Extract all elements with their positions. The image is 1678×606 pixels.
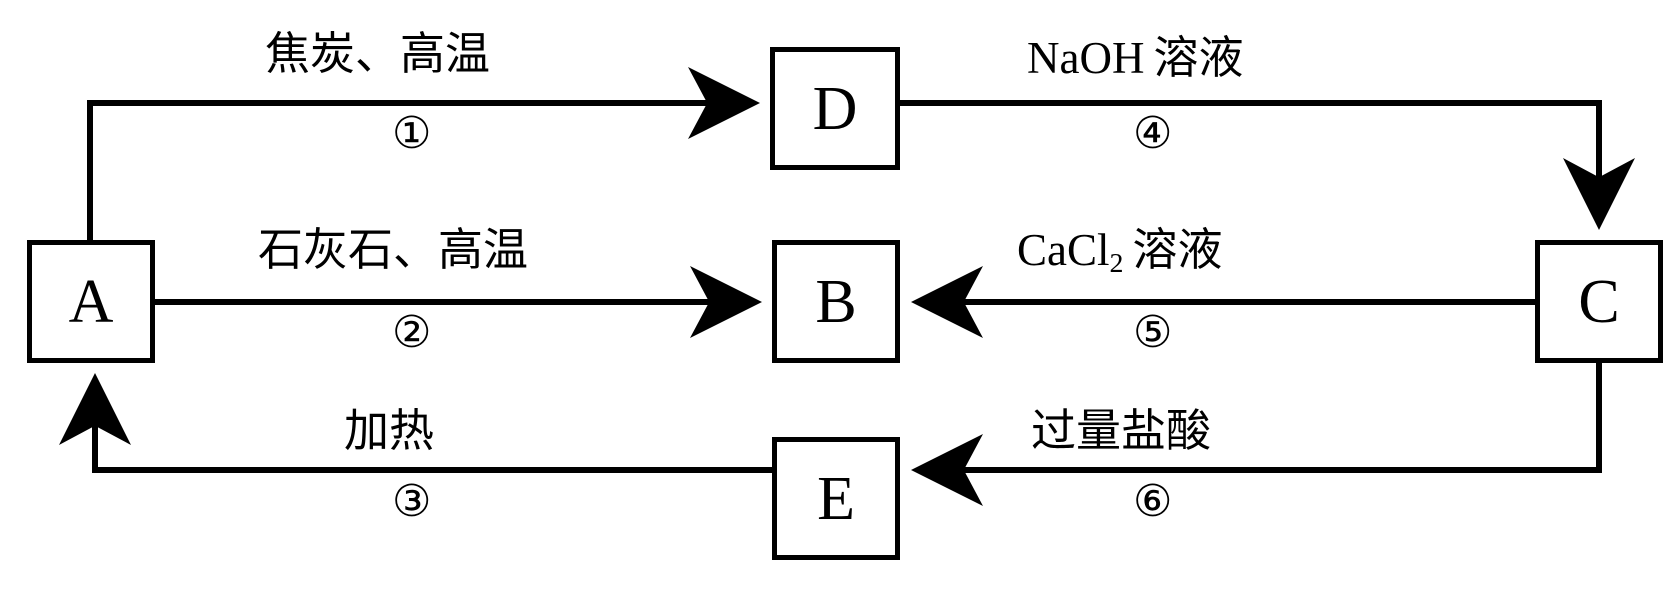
reagent-label-1: 焦炭、高温	[265, 32, 490, 77]
node-label-c: C	[1578, 267, 1620, 336]
node-box-c[interactable]: C	[1535, 240, 1663, 363]
node-label-d: D	[812, 74, 858, 143]
reagent-cjk-4: 溶液	[1153, 33, 1244, 83]
connector-a-to-d	[87, 67, 760, 240]
step-label-6: ⑥	[1133, 480, 1172, 524]
reagent-formula-5-subscript: 2	[1109, 247, 1124, 279]
step-label-1: ①	[392, 112, 431, 156]
node-box-d[interactable]: D	[770, 47, 900, 170]
node-box-a[interactable]: A	[27, 240, 155, 363]
reagent-formula-5-base: CaCl	[1017, 225, 1110, 275]
connector-d-to-c	[900, 100, 1635, 230]
reagent-label-6: 过量盐酸	[1031, 409, 1211, 454]
step-number-6: ⑥	[1133, 477, 1173, 526]
step-number-5: ⑤	[1133, 308, 1173, 357]
step-label-2: ②	[392, 311, 431, 355]
node-label-a: A	[68, 267, 114, 336]
reagent-text-3: 加热	[344, 406, 435, 456]
reagent-label-2: 石灰石、高温	[258, 228, 528, 273]
reagent-label-3: 加热	[344, 409, 434, 454]
reagent-text-1: 焦炭、高温	[265, 29, 491, 79]
step-number-4: ④	[1133, 109, 1173, 158]
step-number-2: ②	[392, 308, 432, 357]
reagent-formula-5: CaCl2	[1017, 225, 1123, 278]
connector-e-to-a	[58, 373, 772, 473]
step-number-1: ①	[392, 109, 432, 158]
reagent-cjk-5: 溶液	[1132, 225, 1223, 275]
connector-c-to-e	[911, 363, 1602, 506]
step-label-4: ④	[1133, 112, 1172, 156]
reagent-formula-4: NaOH	[1027, 33, 1145, 83]
node-box-e[interactable]: E	[772, 437, 900, 560]
reagent-text-2: 石灰石、高温	[258, 225, 529, 275]
node-box-b[interactable]: B	[772, 240, 900, 363]
step-label-5: ⑤	[1133, 311, 1172, 355]
node-label-b: B	[815, 267, 857, 336]
step-label-3: ③	[392, 480, 431, 524]
reagent-text-6: 过量盐酸	[1031, 406, 1212, 456]
node-label-e: E	[817, 464, 855, 533]
step-number-3: ③	[392, 477, 432, 526]
